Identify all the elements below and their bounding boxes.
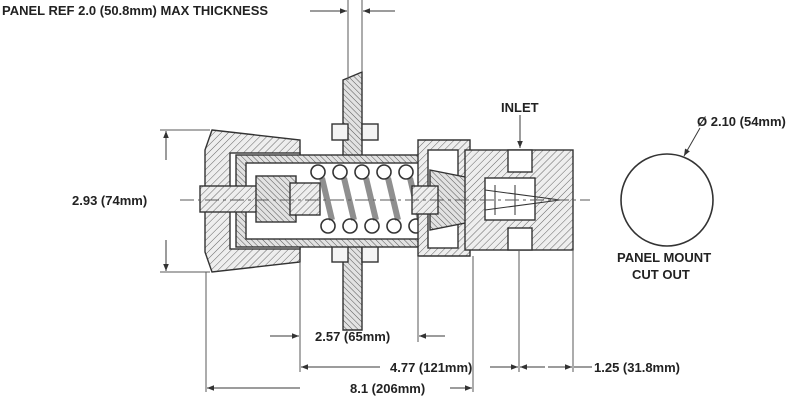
panel-cutout-circle xyxy=(620,153,714,247)
spring-coil-section xyxy=(386,218,402,234)
spring-coil-segment xyxy=(341,177,357,221)
spring-coil-section xyxy=(398,164,414,180)
adjusting-screw xyxy=(199,175,321,223)
spring-coil-section xyxy=(320,218,336,234)
spring-coil-section xyxy=(364,218,380,234)
inlet-dimension-label: 1.25 (31.8mm) xyxy=(594,360,680,375)
height-label: 2.93 (74mm) xyxy=(72,193,147,208)
overall-dimension-label: 8.1 (206mm) xyxy=(350,381,425,396)
spring-coil-section xyxy=(310,164,326,180)
spring-coil-segment xyxy=(385,177,401,221)
range-spring xyxy=(310,164,424,234)
spring-coil-section xyxy=(332,164,348,180)
cutout-label-line1: PANEL MOUNT xyxy=(617,250,711,265)
panel-ref-label: PANEL REF 2.0 (50.8mm) MAX THICKNESS xyxy=(2,3,268,18)
spring-coil-section xyxy=(354,164,370,180)
spring-coil-segment xyxy=(363,177,379,221)
diaphragm-assembly xyxy=(411,139,471,257)
inlet-label: INLET xyxy=(501,100,539,115)
diameter-label: Ø 2.10 (54mm) xyxy=(697,114,786,129)
spring-coil-segment xyxy=(319,177,335,221)
cutout-label-line2: CUT OUT xyxy=(632,267,690,282)
spring-coil-section xyxy=(376,164,392,180)
spring-dimension-label: 2.57 (65mm) xyxy=(315,329,390,344)
spring-coil-section xyxy=(342,218,358,234)
body-dimension-label: 4.77 (121mm) xyxy=(390,360,472,375)
dimension-lines xyxy=(160,8,701,392)
